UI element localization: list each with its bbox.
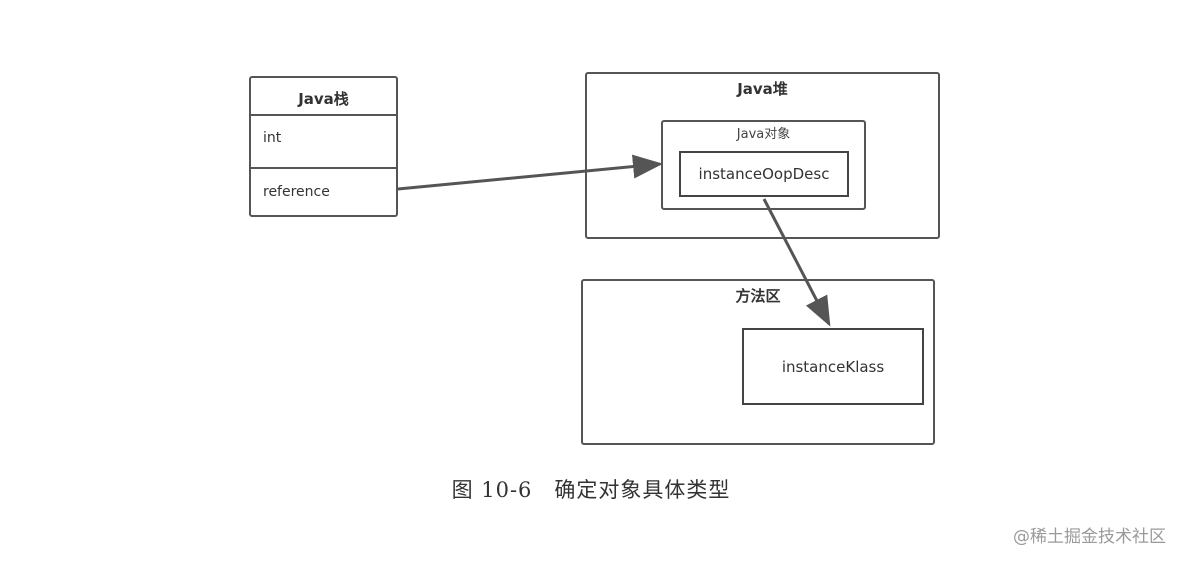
java-object-label: Java对象: [736, 127, 791, 142]
instance-klass-box: instanceKlass: [742, 328, 924, 405]
stack-row-int: int: [263, 130, 282, 146]
java-stack-title: Java栈: [298, 90, 349, 108]
divider: [251, 167, 396, 169]
stack-row-reference: reference: [263, 184, 330, 200]
method-area-title: 方法区: [735, 287, 781, 305]
watermark: @稀土掘金技术社区: [1013, 527, 1166, 547]
divider: [251, 114, 396, 116]
klass-pointer-arrow: [762, 198, 831, 327]
java-heap-title: Java堆: [737, 80, 788, 98]
figure-caption: 图 10-6 确定对象具体类型: [451, 478, 731, 502]
instance-oop-desc-box: instanceOopDesc: [679, 151, 849, 197]
reference-arrow: [397, 154, 663, 191]
java-stack-box: Java栈 int reference: [249, 76, 398, 217]
